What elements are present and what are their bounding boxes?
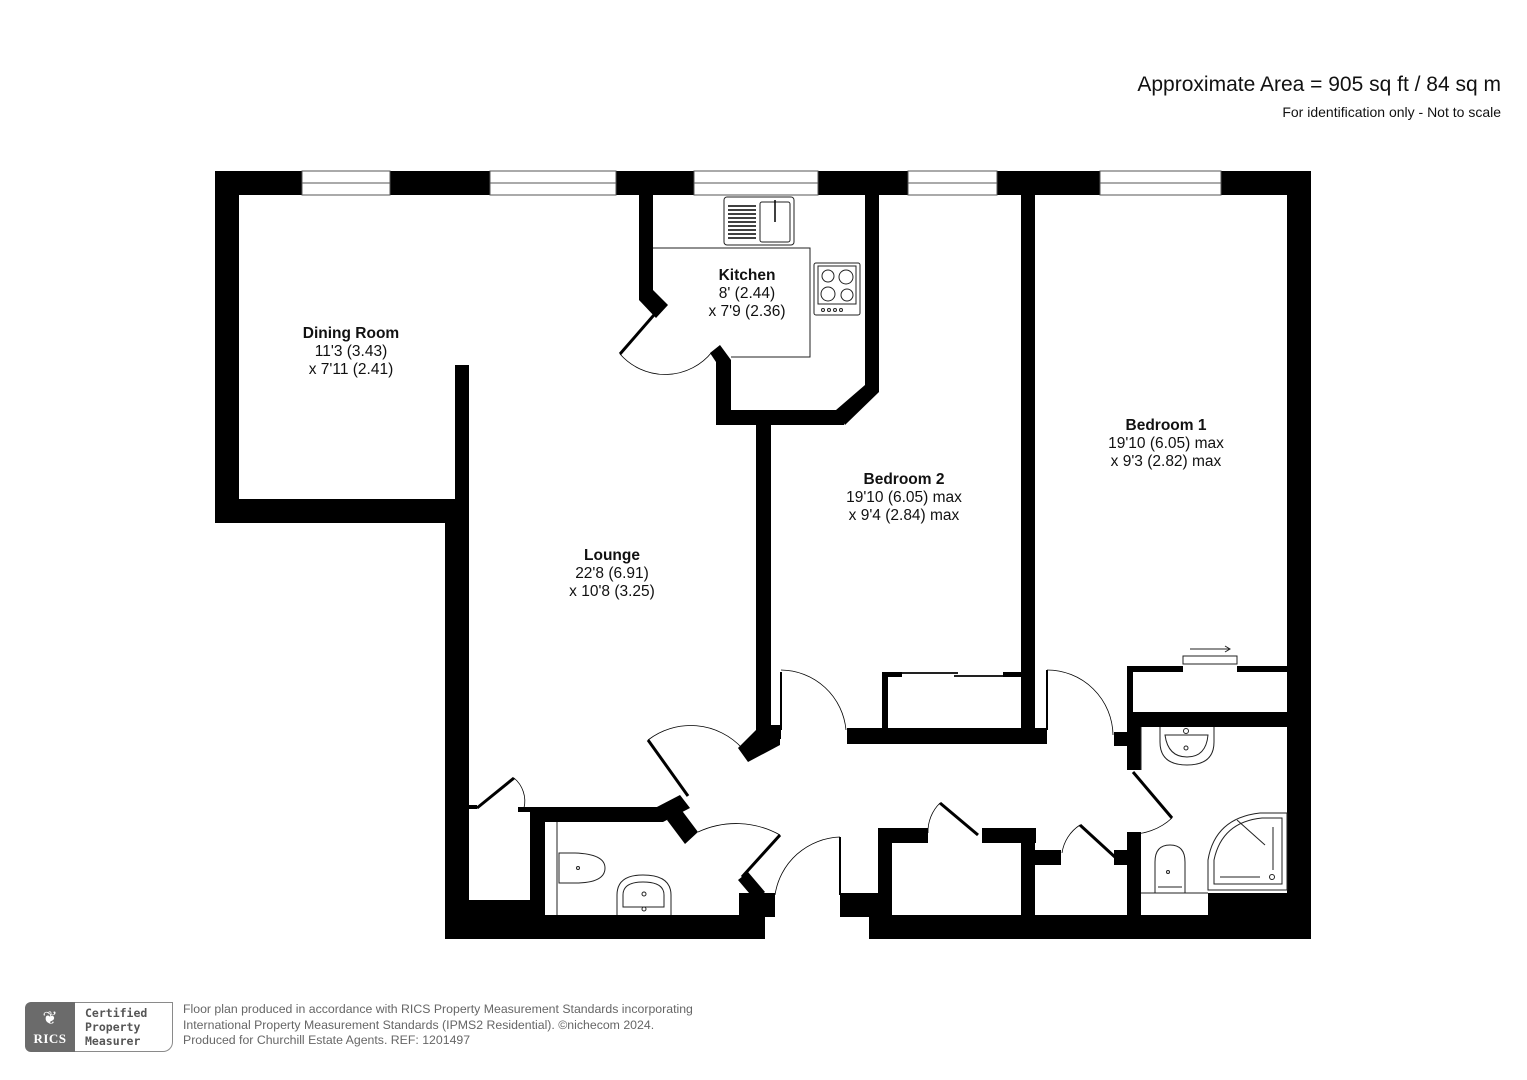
footer: ❦ RICS Certified Property Measurer Floor… [25, 1002, 693, 1052]
hob-icon [813, 262, 861, 316]
room-dimension: x 10'8 (3.25) [569, 583, 655, 600]
room-dimension: 11'3 (3.43) [314, 343, 388, 360]
room-bedroom-2: Bedroom 2 19'10 (6.05) max x 9'4 (2.84) … [846, 471, 962, 525]
shower-icon [1207, 812, 1288, 891]
room-kitchen: Kitchen 8' (2.44) x 7'9 (2.36) [708, 267, 785, 321]
badge-line: Certified [85, 1006, 148, 1020]
room-name: Dining Room [302, 325, 400, 342]
basin-icon [616, 874, 672, 915]
rics-certified-badge: ❦ RICS Certified Property Measurer [25, 1002, 173, 1052]
doors [476, 307, 1174, 896]
room-dimension: 19'10 (6.05) max [1108, 435, 1224, 452]
room-dining-room: Dining Room 11'3 (3.43) x 7'11 (2.41) [303, 325, 399, 379]
room-dimension: 8' (2.44) [718, 285, 776, 302]
footer-line: Produced for Churchill Estate Agents. RE… [183, 1033, 471, 1047]
room-dimension: x 9'4 (2.84) max [848, 507, 960, 524]
windows [301, 170, 1222, 196]
room-dimension: x 9'3 (2.82) max [1110, 453, 1222, 470]
room-dimension: 22'8 (6.91) [575, 565, 649, 582]
room-name: Bedroom 2 [863, 471, 945, 488]
rics-logo-text: RICS [33, 1031, 67, 1046]
ensuite-toilet-icon [1154, 844, 1186, 893]
room-bedroom-1: Bedroom 1 19'10 (6.05) max x 9'3 (2.82) … [1108, 417, 1224, 471]
scale-disclaimer: For identification only - Not to scale [1282, 104, 1501, 120]
badge-line: Property [85, 1020, 141, 1034]
toilet-icon [558, 852, 606, 884]
ensuite-basin-icon [1159, 727, 1215, 766]
footer-notes: Floor plan produced in accordance with R… [183, 1002, 693, 1049]
area-header: Approximate Area = 905 sq ft / 84 sq m F… [1137, 72, 1501, 121]
approximate-area: Approximate Area = 905 sq ft / 84 sq m [1137, 73, 1501, 96]
certified-property-measurer: Certified Property Measurer [75, 1002, 173, 1052]
room-lounge: Lounge 22'8 (6.91) x 10'8 (3.25) [569, 547, 655, 601]
room-name: Lounge [584, 547, 640, 564]
rics-logo: ❦ RICS [25, 1002, 75, 1052]
room-dimension: x 7'11 (2.41) [308, 361, 394, 378]
lion-icon: ❦ [42, 1008, 58, 1028]
footer-line: International Property Measurement Stand… [183, 1017, 655, 1032]
badge-line: Measurer [85, 1034, 141, 1048]
fixtures [556, 196, 1288, 915]
room-name: Bedroom 1 [1125, 417, 1207, 434]
room-name: Kitchen [718, 267, 776, 284]
room-dimension: 19'10 (6.05) max [846, 489, 962, 506]
footer-line: Floor plan produced in accordance with R… [183, 1002, 693, 1016]
room-dimension: x 7'9 (2.36) [708, 303, 786, 320]
kitchen-sink-icon [723, 196, 795, 246]
